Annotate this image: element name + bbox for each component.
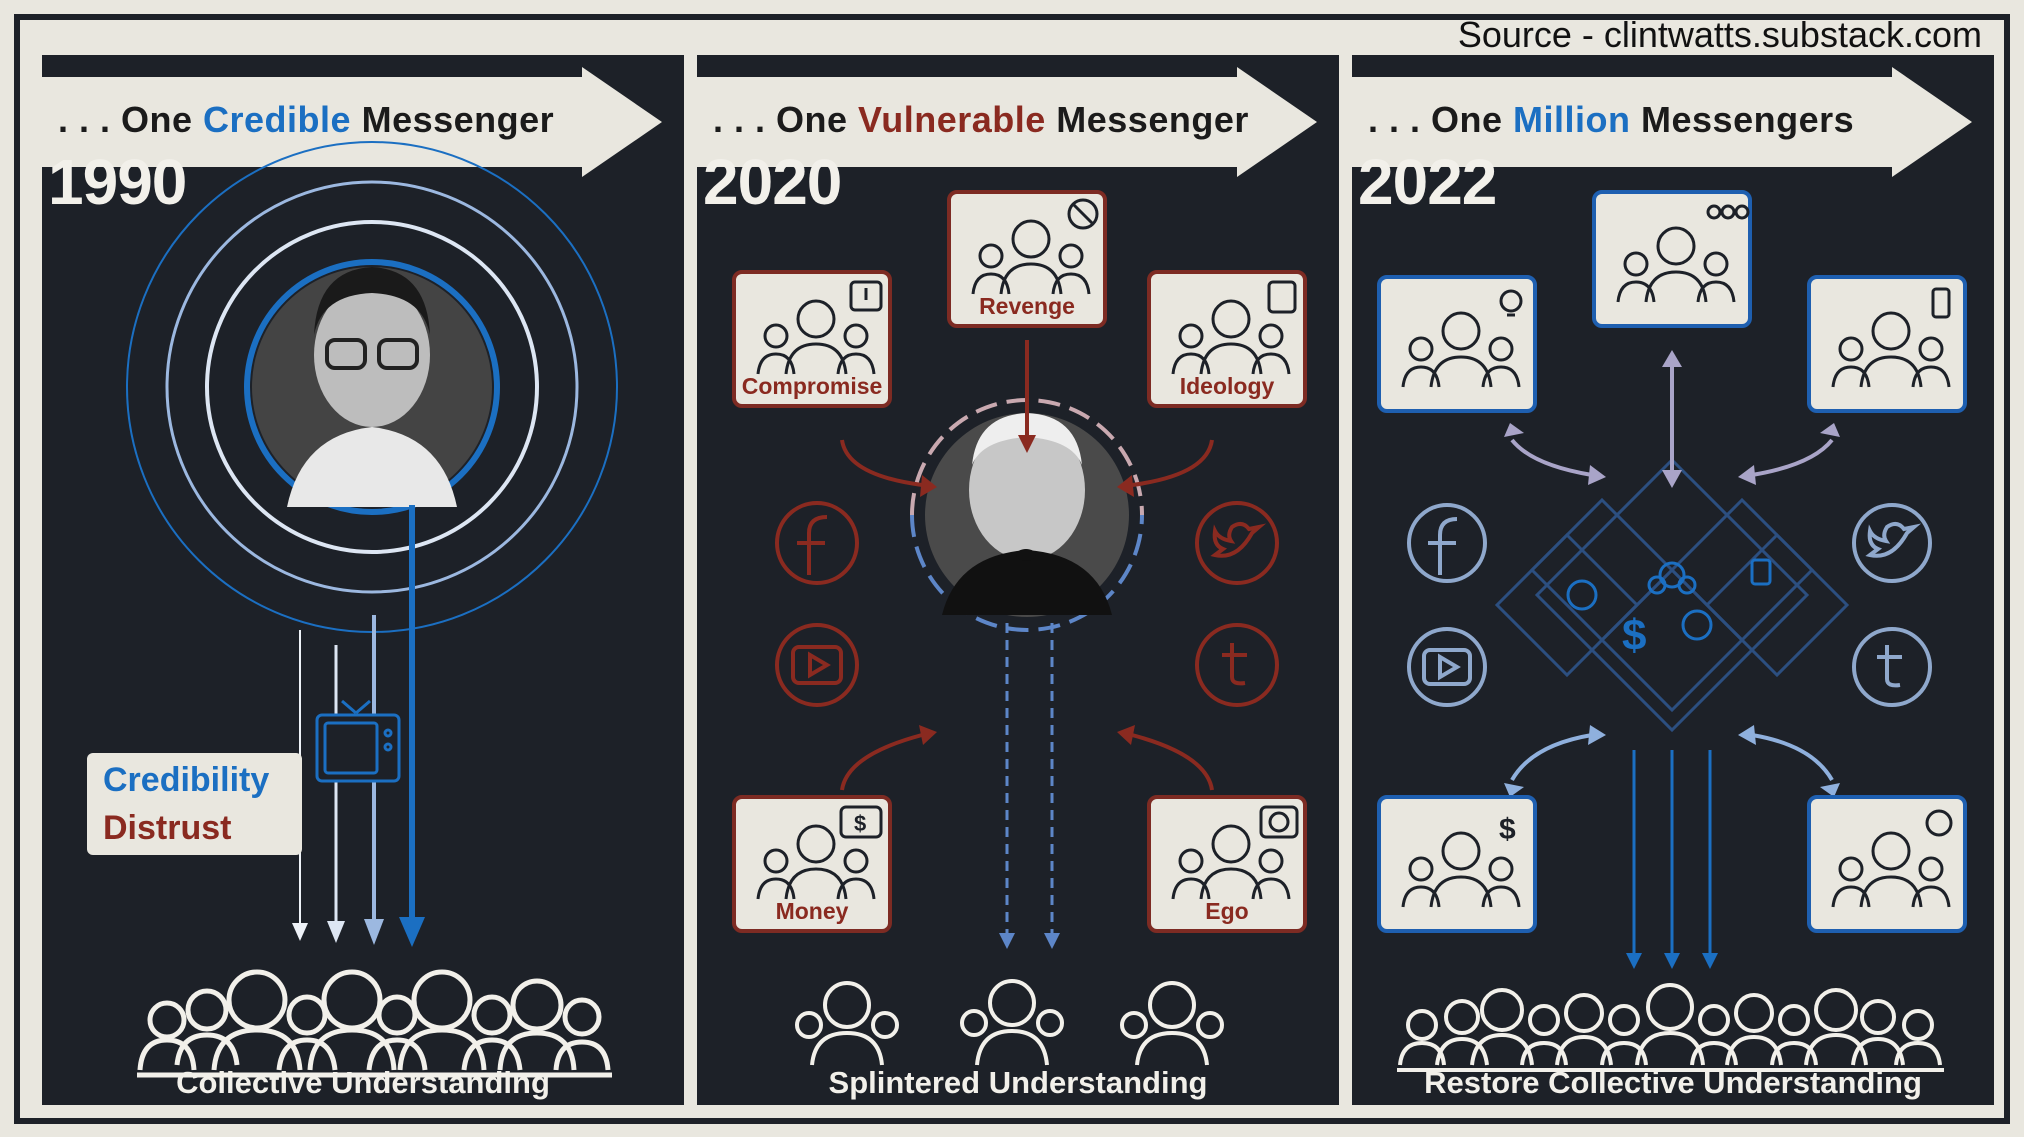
- splintered-crowd-icon: [795, 979, 1224, 1066]
- card-label: Ideology: [1179, 373, 1275, 399]
- card-idea-messenger: [1377, 275, 1537, 413]
- banner-highlight: Credible: [203, 99, 352, 140]
- card-compromise: Compromise: [732, 270, 892, 408]
- panel-2022: . . . One Million Messengers 2022 $: [1352, 55, 1994, 1105]
- twitter-icon: [1852, 503, 1932, 583]
- messenger-portrait: [942, 413, 1112, 615]
- year-label: 2020: [703, 146, 842, 218]
- caption: Splintered Understanding: [828, 1065, 1208, 1100]
- card-ideology: Ideology: [1147, 270, 1307, 408]
- card-label: Compromise: [741, 373, 883, 399]
- panel-2020: . . . One Vulnerable Messenger 2020: [697, 55, 1339, 1105]
- messenger-network: [775, 340, 1279, 1066]
- banner-title: . . . One Million Messengers: [1368, 99, 1855, 140]
- year-label: 1990: [48, 146, 187, 218]
- banner-arrow: [1352, 67, 1972, 177]
- legend-box: Credibility Distrust: [87, 753, 302, 855]
- caption: Collective Understanding: [176, 1065, 550, 1100]
- card-revenge: Revenge: [947, 190, 1107, 328]
- legend-distrust: Distrust: [103, 809, 232, 847]
- banner-highlight: Million: [1513, 99, 1631, 140]
- facebook-icon: [1407, 503, 1487, 583]
- large-crowd-icon: [1397, 983, 1944, 1072]
- svg-text:$: $: [854, 811, 866, 836]
- card-activist-messenger: [1807, 275, 1967, 413]
- tv-icon: [315, 699, 401, 783]
- banner-highlight: Vulnerable: [858, 99, 1046, 140]
- youtube-icon: [1407, 627, 1487, 707]
- card-money: $ Money: [732, 795, 892, 933]
- svg-text:$: $: [1622, 611, 1646, 660]
- youtube-icon: [775, 623, 859, 707]
- million-messengers-network: $: [1397, 350, 1944, 1072]
- tumblr-icon: [1852, 627, 1932, 707]
- card-label: Revenge: [979, 293, 1075, 319]
- card-label: Money: [775, 898, 849, 924]
- crowd-icon: [137, 969, 612, 1078]
- year-label: 2022: [1358, 146, 1497, 218]
- card-ego-messenger: [1807, 795, 1967, 933]
- legend-credibility: Credibility: [103, 761, 270, 799]
- card-ego: Ego: [1147, 795, 1307, 933]
- twitter-icon: [1195, 501, 1279, 585]
- facebook-icon: [775, 501, 859, 585]
- panel-1990: . . . One Credible Messenger 1990: [42, 55, 684, 1105]
- source-credit: Source - clintwatts.substack.com: [1457, 14, 1982, 55]
- banner-arrow: [697, 67, 1317, 177]
- credibility-rings: [126, 141, 618, 1078]
- puzzle-network: [1494, 457, 1850, 733]
- tumblr-icon: [1195, 623, 1279, 707]
- card-label: Ego: [1205, 898, 1249, 924]
- caption: Restore Collective Understanding: [1424, 1065, 1922, 1100]
- banner-title: . . . One Credible Messenger: [58, 99, 555, 140]
- banner-arrow: [42, 67, 662, 177]
- svg-text:$: $: [1499, 813, 1516, 846]
- card-money-messenger: $: [1377, 795, 1537, 933]
- card-group-messenger: [1592, 190, 1752, 328]
- banner-title: . . . One Vulnerable Messenger: [713, 99, 1249, 140]
- messenger-portrait: [287, 267, 457, 507]
